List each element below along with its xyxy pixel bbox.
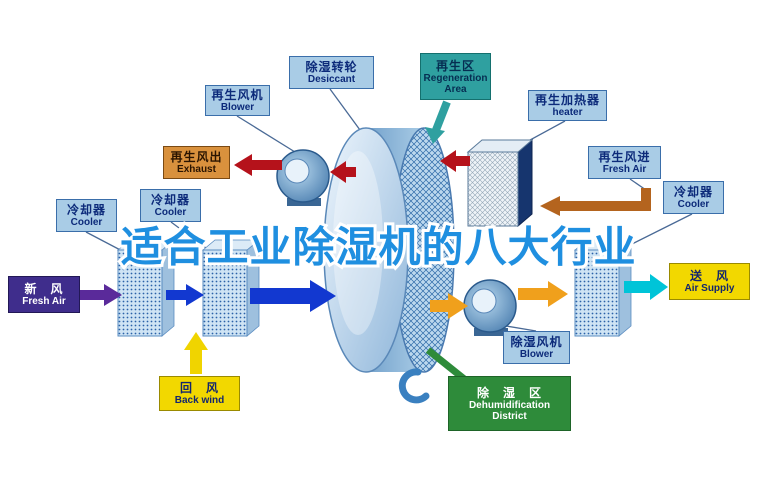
label-regen-heater: 再生加热器 heater (528, 90, 607, 121)
label-regen-blower: 再生风机 Blower (205, 85, 270, 116)
label-regen-fresh-air-zh: 再生风进 (598, 150, 651, 164)
label-desiccant-wheel-en: Desiccant (307, 74, 356, 85)
arrow-heater-to-wheel (440, 150, 470, 172)
label-dehumid-district-zh: 除 湿 区 (476, 385, 542, 400)
label-regen-exhaust-zh: 再生风出 (170, 150, 223, 164)
label-regeneration-area: 再生区 Regeneration Area (420, 53, 491, 100)
arrow-between-coolers (166, 284, 204, 306)
label-dehumid-blower-zh: 除湿风机 (510, 335, 563, 349)
label-regeneration-area-zh: 再生区 (435, 58, 475, 73)
label-back-wind-en: Back wind (174, 395, 225, 406)
arrow-regen-exhaust (234, 154, 282, 176)
label-cooler-left-outer-en: Cooler (70, 217, 103, 228)
label-cooler-left-inner: 冷却器 Cooler (140, 189, 201, 222)
label-regen-exhaust: 再生风出 Exhaust (163, 146, 230, 179)
label-regen-heater-zh: 再生加热器 (534, 93, 600, 107)
label-fresh-air-en: Fresh Air (22, 296, 66, 307)
label-regen-exhaust-en: Exhaust (177, 164, 216, 175)
desiccant-wheel-graphic (323, 127, 455, 373)
label-dehumid-district-en: Dehumidification District (468, 399, 551, 422)
label-air-supply-en: Air Supply (684, 283, 735, 294)
label-dehumid-blower-en: Blower (519, 349, 554, 360)
label-cooler-left-outer-zh: 冷却器 (66, 203, 106, 217)
label-cooler-right-en: Cooler (677, 199, 710, 210)
label-regen-fresh-air-en: Fresh Air (602, 164, 647, 175)
arrow-air-supply-out (624, 274, 668, 300)
label-cooler-right: 冷却器 Cooler (663, 181, 724, 214)
label-desiccant-wheel-zh: 除湿转轮 (305, 60, 358, 74)
regen-blower-fan-graphic (276, 149, 330, 206)
label-cooler-right-zh: 冷却器 (673, 185, 713, 199)
cooler-left-outer-graphic (116, 239, 176, 337)
heater-graphic (466, 138, 534, 228)
label-back-wind: 回 风 Back wind (159, 376, 240, 411)
label-cooler-left-inner-en: Cooler (154, 207, 187, 218)
cooler-right-graphic (573, 239, 633, 337)
label-regen-heater-en: heater (552, 107, 583, 118)
arrow-regeneration-area (425, 100, 451, 144)
arrow-fresh-air-in (80, 284, 122, 306)
arrow-back-wind-up (184, 332, 208, 374)
label-cooler-left-outer: 冷却器 Cooler (56, 199, 117, 232)
label-fresh-air: 新 风 Fresh Air (8, 276, 80, 313)
label-cooler-left-inner-zh: 冷却器 (150, 193, 190, 207)
label-regen-fresh-air: 再生风进 Fresh Air (588, 146, 661, 179)
label-desiccant-wheel: 除湿转轮 Desiccant (289, 56, 374, 89)
label-dehumid-blower: 除湿风机 Blower (503, 331, 570, 364)
label-dehumid-district: 除 湿 区 Dehumidification District (448, 376, 571, 431)
wheel-bracket-graphic (398, 368, 430, 404)
label-regen-blower-en: Blower (220, 102, 255, 113)
arrow-fan-to-cooler (518, 281, 568, 307)
arrow-wheel-to-regen-fan (330, 161, 356, 183)
label-fresh-air-zh: 新 风 (24, 282, 64, 296)
dehumid-blower-fan-graphic (463, 279, 517, 336)
arrow-regen-fresh-to-heater (540, 188, 651, 216)
label-air-supply-zh: 送 风 (689, 269, 729, 283)
label-air-supply: 送 风 Air Supply (669, 263, 750, 300)
arrow-into-wheel (250, 280, 336, 312)
arrow-wheel-to-fan (430, 293, 468, 319)
label-regen-blower-zh: 再生风机 (211, 88, 264, 102)
label-back-wind-zh: 回 风 (179, 381, 219, 395)
label-regeneration-area-en: Regeneration Area (423, 72, 488, 95)
label-connector-lines (85, 88, 693, 332)
